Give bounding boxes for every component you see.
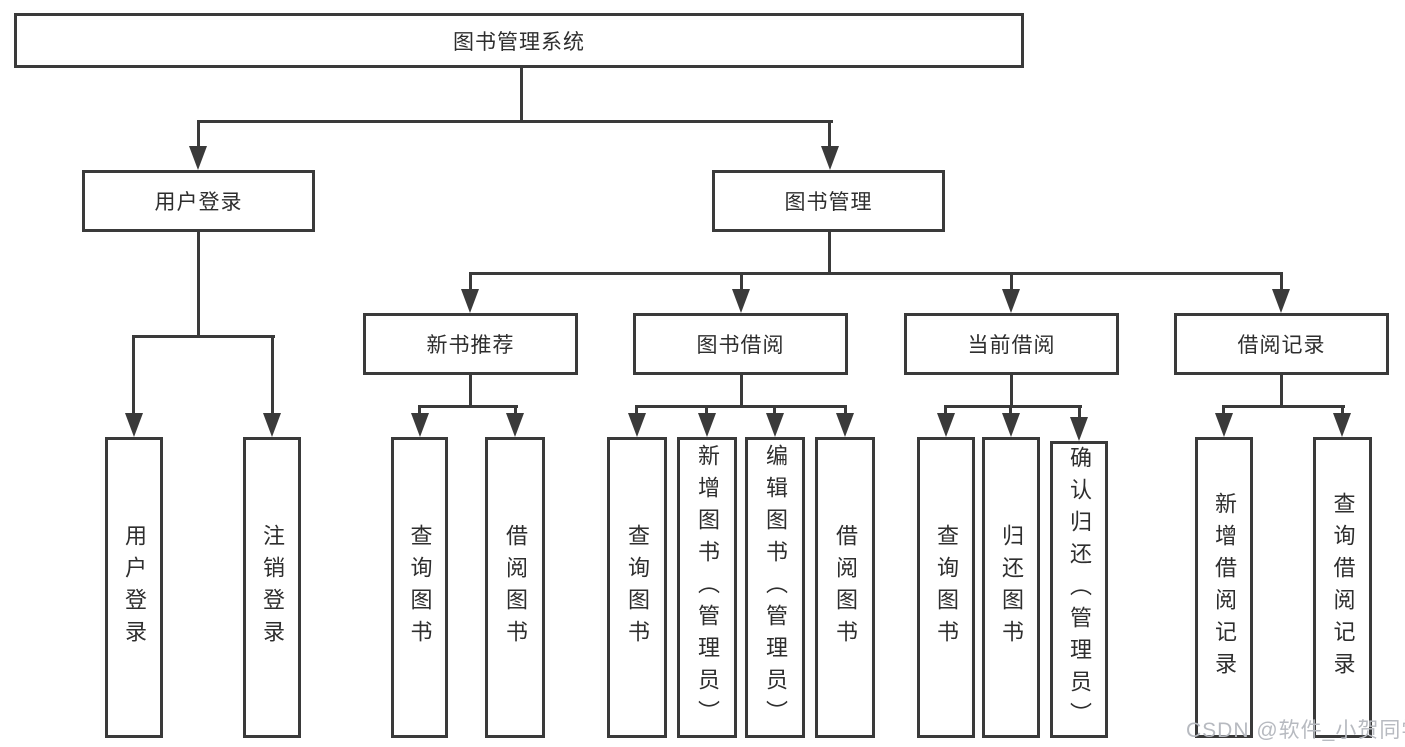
connector-drop-book-management — [828, 120, 831, 150]
arrowhead-down-icon — [461, 289, 479, 313]
connector-drop-ul-login — [132, 335, 135, 417]
connector-bookmgmt-stem — [828, 232, 831, 275]
connector-drop-user-login — [197, 120, 200, 150]
node-book-borrowing: 图书借阅 — [633, 313, 848, 375]
connector-level3-rail — [469, 272, 1283, 275]
node-leaf-recommend-borrow-books: 借阅图书 — [485, 437, 545, 738]
arrowhead-down-icon — [836, 413, 854, 437]
connector-newbook-stem — [469, 375, 472, 408]
node-book-management: 图书管理 — [712, 170, 945, 232]
connector-records-rail — [1222, 405, 1345, 408]
connector-borrowing-stem — [740, 375, 743, 408]
arrowhead-down-icon — [263, 413, 281, 437]
node-leaf-borrowing-borrow-books: 借阅图书 — [815, 437, 875, 738]
node-leaf-user-login: 用户登录 — [105, 437, 163, 738]
arrowhead-down-icon — [189, 146, 207, 170]
connector-drop-br-query — [1341, 405, 1344, 417]
connector-records-stem — [1280, 375, 1283, 408]
connector-current-stem — [1010, 375, 1013, 408]
arrowhead-down-icon — [411, 413, 429, 437]
node-leaf-records-query-record: 查询借阅记录 — [1313, 437, 1372, 738]
arrowhead-down-icon — [125, 413, 143, 437]
watermark-text: CSDN @软件_小贺同学 — [1186, 719, 1405, 742]
arrowhead-down-icon — [766, 413, 784, 437]
node-leaf-borrowing-query-books: 查询图书 — [607, 437, 667, 738]
arrowhead-down-icon — [1002, 289, 1020, 313]
connector-drop-cb-query — [944, 405, 947, 417]
connector-userlogin-stem — [197, 232, 200, 337]
arrowhead-down-icon — [937, 413, 955, 437]
connector-drop-borrowing-records — [1280, 274, 1283, 292]
node-current-borrowing: 当前借阅 — [904, 313, 1119, 375]
connector-drop-nb-borrow — [514, 405, 517, 417]
connector-borrowing-rail — [635, 405, 847, 408]
node-leaf-records-add-record: 新增借阅记录 — [1195, 437, 1253, 738]
connector-drop-bb-query — [635, 405, 638, 417]
arrowhead-down-icon — [1272, 289, 1290, 313]
connector-drop-book-borrowing — [740, 274, 743, 292]
arrowhead-down-icon — [628, 413, 646, 437]
arrowhead-down-icon — [1002, 413, 1020, 437]
connector-drop-ul-logout — [271, 335, 274, 417]
connector-newbook-rail — [418, 405, 518, 408]
connector-drop-nb-query — [418, 405, 421, 417]
node-new-book-recommend: 新书推荐 — [363, 313, 578, 375]
arrowhead-down-icon — [506, 413, 524, 437]
node-leaf-current-confirm-return-admin: 确认归还（管理员） — [1050, 441, 1108, 738]
connector-drop-bb-edit — [773, 405, 776, 417]
connector-drop-cb-confirm — [1078, 405, 1081, 421]
arrowhead-down-icon — [698, 413, 716, 437]
node-leaf-borrowing-add-books-admin: 新增图书（管理员） — [677, 437, 737, 738]
connector-drop-bb-borrow — [844, 405, 847, 417]
node-leaf-recommend-query-books: 查询图书 — [391, 437, 448, 738]
node-leaf-borrowing-edit-books-admin: 编辑图书（管理员） — [745, 437, 805, 738]
node-leaf-current-query-books: 查询图书 — [917, 437, 975, 738]
arrowhead-down-icon — [1070, 417, 1088, 441]
arrowhead-down-icon — [1333, 413, 1351, 437]
arrowhead-down-icon — [1215, 413, 1233, 437]
node-borrowing-records: 借阅记录 — [1174, 313, 1389, 375]
node-leaf-current-return-books: 归还图书 — [982, 437, 1040, 738]
connector-drop-cb-return — [1009, 405, 1012, 417]
arrowhead-down-icon — [821, 146, 839, 170]
connector-drop-current-borrowing — [1010, 274, 1013, 292]
connector-current-rail — [944, 405, 1082, 408]
connector-level2-rail — [197, 120, 833, 123]
arrowhead-down-icon — [732, 289, 750, 313]
node-leaf-logout: 注销登录 — [243, 437, 301, 738]
connector-root-stem — [520, 68, 523, 123]
node-user-login: 用户登录 — [82, 170, 315, 232]
node-root: 图书管理系统 — [14, 13, 1024, 68]
connector-drop-br-add — [1222, 405, 1225, 417]
connector-drop-new-book — [469, 274, 472, 292]
connector-drop-bb-add — [705, 405, 708, 417]
connector-userlogin-rail — [132, 335, 275, 338]
